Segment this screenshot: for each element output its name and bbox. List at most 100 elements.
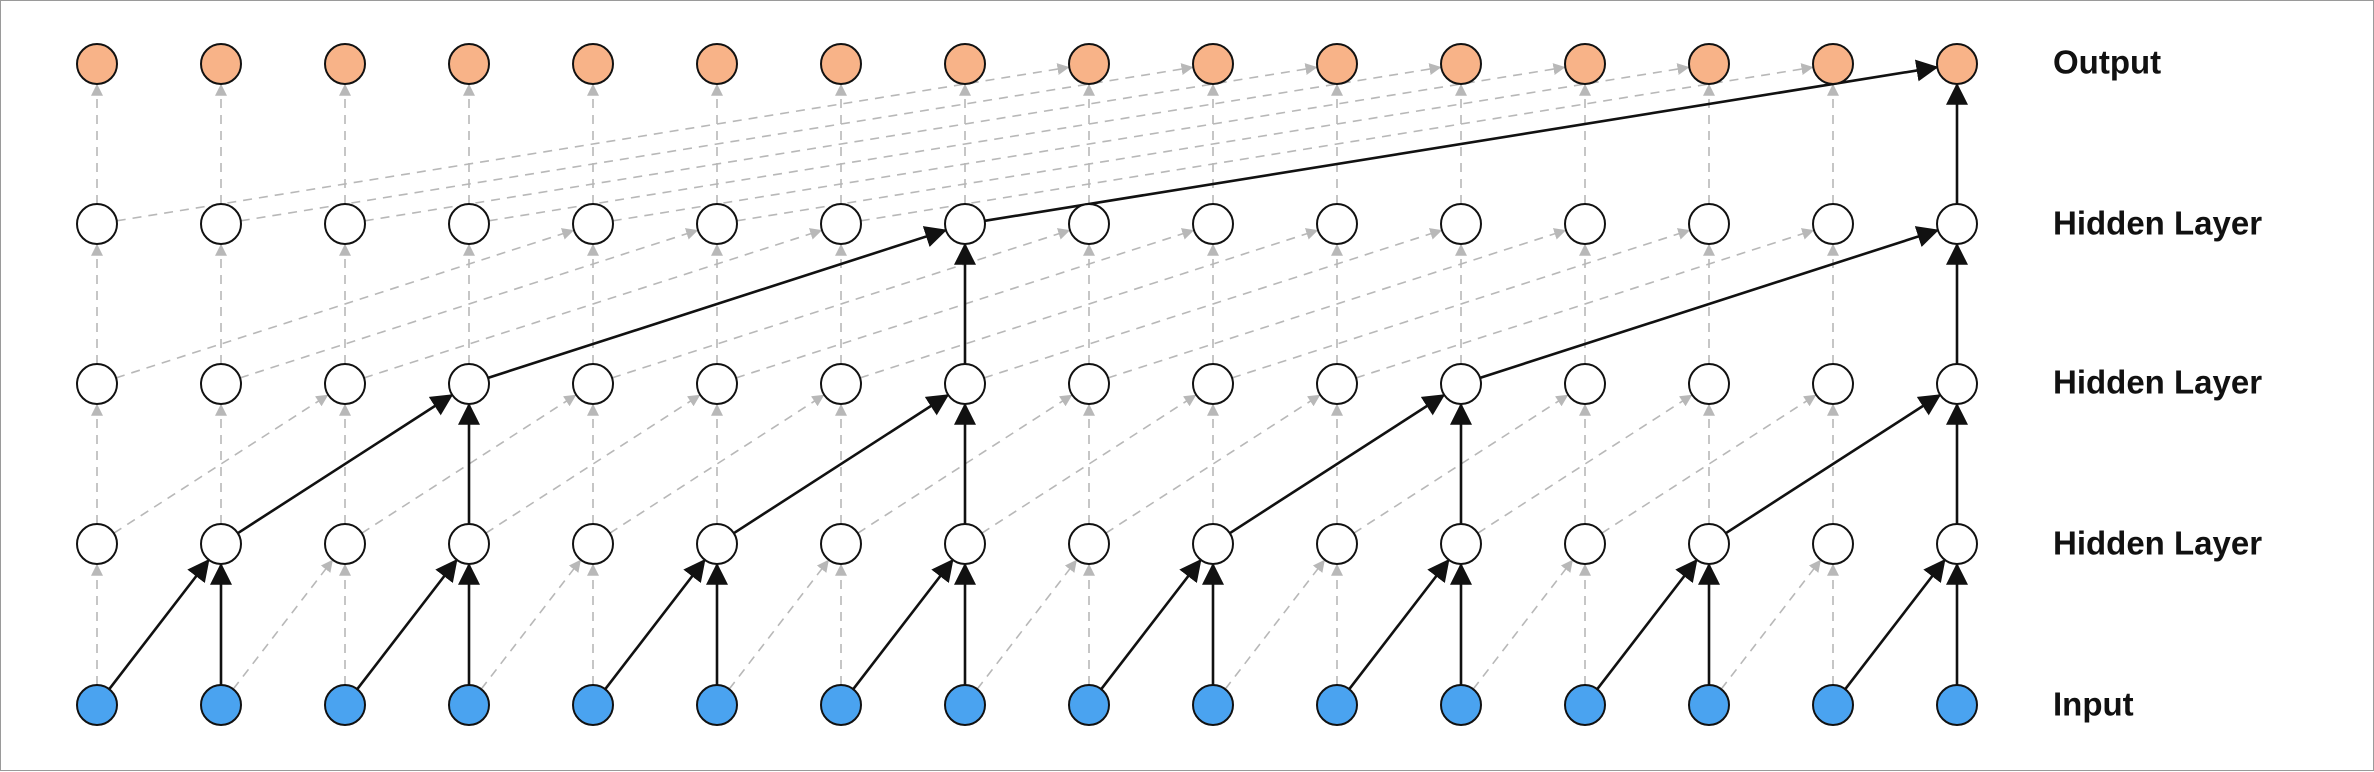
inactive-edge bbox=[488, 63, 1442, 222]
label-input: Input bbox=[2053, 686, 2134, 723]
hidden-node bbox=[200, 523, 242, 565]
hidden-node bbox=[1440, 523, 1482, 565]
active-edge bbox=[852, 558, 954, 690]
hidden-node bbox=[324, 523, 366, 565]
hidden-node bbox=[696, 363, 738, 405]
hidden-node bbox=[1316, 363, 1358, 405]
active-edge bbox=[1844, 558, 1946, 690]
active-edge bbox=[984, 59, 1939, 223]
inactive-edge bbox=[976, 559, 1077, 690]
active-edges bbox=[108, 59, 1968, 690]
hidden-node bbox=[820, 523, 862, 565]
hidden-node bbox=[572, 523, 614, 565]
label-hidden-layer-2: Hidden Layer bbox=[2053, 364, 2262, 401]
input-node bbox=[1936, 684, 1978, 726]
output-node bbox=[820, 43, 862, 85]
input-node bbox=[200, 684, 242, 726]
hidden-node bbox=[1688, 523, 1730, 565]
hidden-node bbox=[448, 203, 490, 245]
inactive-edge bbox=[485, 394, 701, 534]
hidden-node bbox=[820, 203, 862, 245]
inactive-edge bbox=[1353, 394, 1569, 534]
hidden-node bbox=[76, 363, 118, 405]
hidden-node bbox=[200, 363, 242, 405]
hidden-node bbox=[1192, 203, 1234, 245]
hidden-node bbox=[1812, 523, 1854, 565]
inactive-edge bbox=[981, 394, 1197, 534]
input-node bbox=[820, 684, 862, 726]
output-node bbox=[1564, 43, 1606, 85]
hidden-node bbox=[1316, 523, 1358, 565]
inactive-edge bbox=[1472, 559, 1573, 690]
active-edge bbox=[237, 394, 454, 535]
hidden-node bbox=[944, 203, 986, 245]
hidden-node bbox=[572, 203, 614, 245]
inactive-edge bbox=[611, 228, 1071, 379]
hidden-node bbox=[200, 203, 242, 245]
hidden-node bbox=[572, 363, 614, 405]
input-node bbox=[944, 684, 986, 726]
inactive-edge bbox=[857, 394, 1073, 534]
hidden-node bbox=[76, 203, 118, 245]
output-node bbox=[1688, 43, 1730, 85]
hidden-node bbox=[1068, 203, 1110, 245]
inactive-edge bbox=[361, 394, 577, 534]
output-node bbox=[448, 43, 490, 85]
output-node bbox=[696, 43, 738, 85]
input-node bbox=[1564, 684, 1606, 726]
hidden-node bbox=[1688, 203, 1730, 245]
output-node bbox=[76, 43, 118, 85]
hidden-node bbox=[324, 363, 366, 405]
input-node bbox=[324, 684, 366, 726]
hidden-node bbox=[944, 363, 986, 405]
inactive-edge bbox=[728, 559, 829, 690]
inactive-edge bbox=[363, 228, 823, 379]
inactive-edge bbox=[113, 394, 329, 534]
inactive-edge bbox=[1720, 559, 1821, 690]
output-node bbox=[1068, 43, 1110, 85]
inactive-edge bbox=[116, 63, 1070, 222]
inactive-edges bbox=[91, 63, 1839, 690]
inactive-edge bbox=[1601, 394, 1817, 534]
active-edge bbox=[733, 394, 950, 535]
layer-labels: Output Hidden Layer Hidden Layer Hidden … bbox=[2053, 44, 2262, 723]
inactive-edge bbox=[609, 394, 825, 534]
active-edge bbox=[604, 558, 706, 690]
inactive-edge bbox=[1105, 394, 1321, 534]
hidden-node bbox=[1192, 363, 1234, 405]
output-node bbox=[1440, 43, 1482, 85]
hidden-node bbox=[1812, 363, 1854, 405]
inactive-edge bbox=[1355, 228, 1815, 379]
output-node bbox=[200, 43, 242, 85]
hidden-node bbox=[448, 523, 490, 565]
label-hidden-layer-3: Hidden Layer bbox=[2053, 205, 2262, 242]
hidden-node bbox=[696, 523, 738, 565]
hidden-node bbox=[1564, 203, 1606, 245]
active-edge bbox=[1100, 558, 1202, 690]
input-node bbox=[1688, 684, 1730, 726]
hidden-node bbox=[1440, 203, 1482, 245]
inactive-edge bbox=[239, 228, 699, 379]
hidden-node bbox=[1192, 523, 1234, 565]
input-node bbox=[1440, 684, 1482, 726]
input-node bbox=[1068, 684, 1110, 726]
inactive-edge bbox=[364, 63, 1318, 222]
hidden-node bbox=[1936, 203, 1978, 245]
label-hidden-layer-1: Hidden Layer bbox=[2053, 525, 2262, 562]
inactive-edge bbox=[240, 63, 1194, 222]
inactive-edge bbox=[480, 559, 581, 690]
output-node bbox=[324, 43, 366, 85]
hidden-node bbox=[1564, 523, 1606, 565]
hidden-node bbox=[1068, 363, 1110, 405]
output-node bbox=[572, 43, 614, 85]
inactive-edge bbox=[1477, 394, 1693, 534]
inactive-edge bbox=[1107, 228, 1567, 379]
output-node bbox=[1316, 43, 1358, 85]
inactive-edge bbox=[612, 63, 1566, 222]
input-node bbox=[76, 684, 118, 726]
inactive-edge bbox=[1231, 228, 1691, 379]
hidden-node bbox=[944, 523, 986, 565]
input-node bbox=[1316, 684, 1358, 726]
